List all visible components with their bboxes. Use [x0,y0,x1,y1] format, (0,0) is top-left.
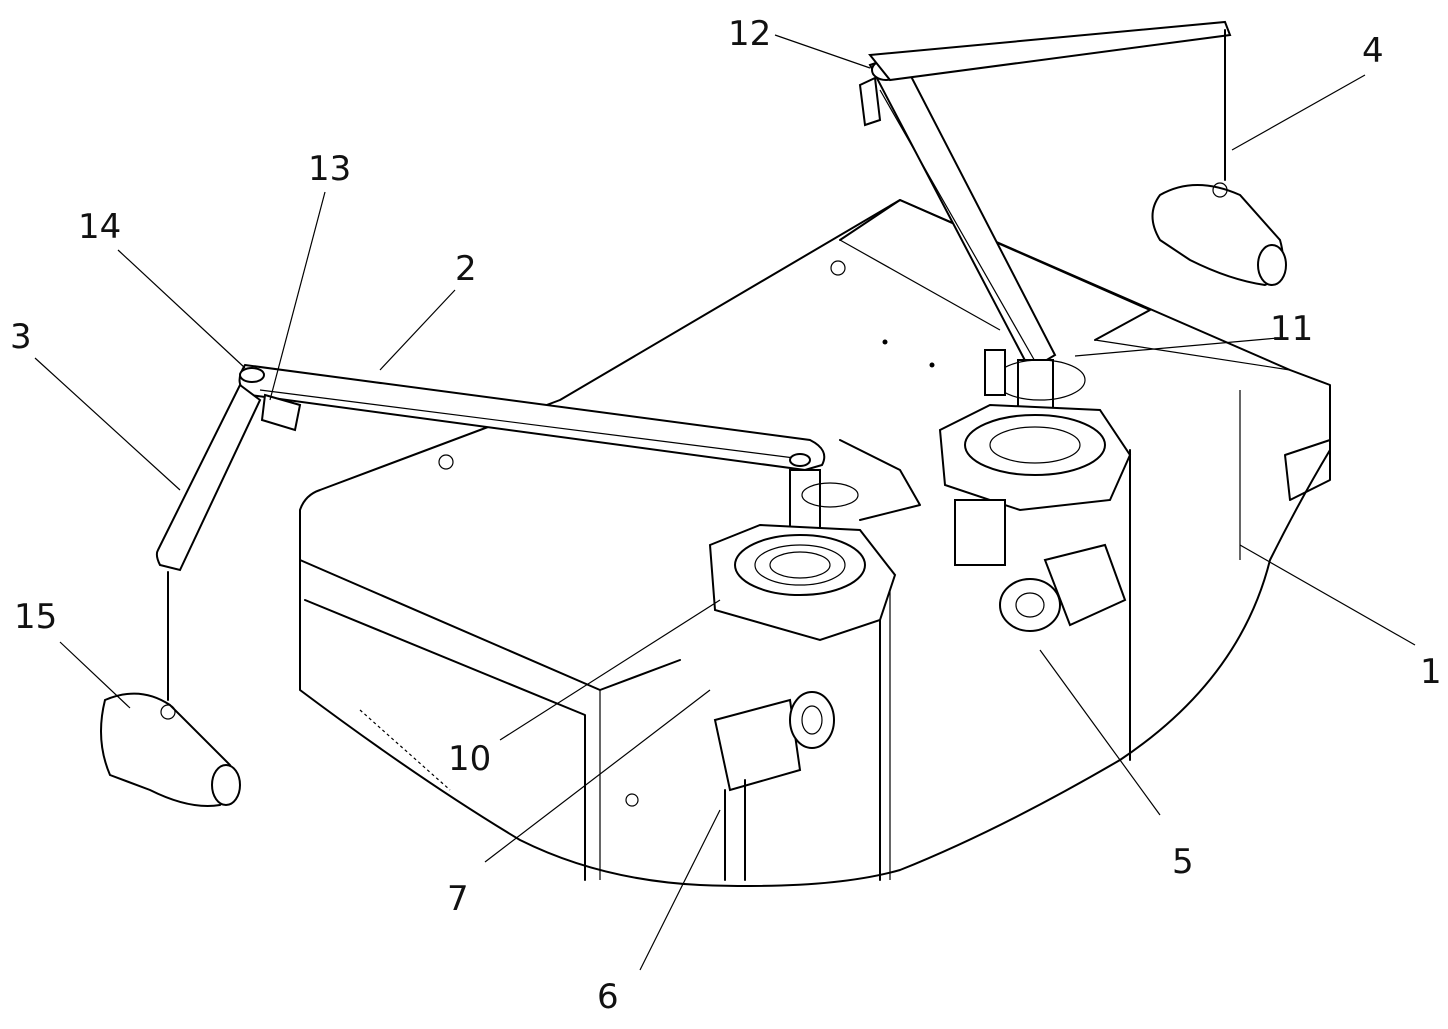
label-2: 2 [455,252,477,286]
left-lamp-head [101,694,240,806]
label-12: 12 [728,17,771,51]
label-3: 3 [10,320,32,354]
label-10: 10 [448,742,491,776]
label-1: 1 [1420,655,1442,689]
label-14: 14 [78,210,121,244]
label-7: 7 [447,882,469,916]
left-column-base [710,440,920,640]
label-13: 13 [308,152,351,186]
label-6: 6 [597,980,619,1014]
right-motor [1000,545,1125,631]
label-5: 5 [1172,845,1194,879]
left-motor [715,692,834,880]
label-15: 15 [14,600,57,634]
right-lamp-head [1153,183,1287,285]
label-11: 11 [1270,312,1313,346]
label-4: 4 [1362,34,1384,68]
right-column-base [940,350,1130,565]
left-arm [157,365,824,700]
